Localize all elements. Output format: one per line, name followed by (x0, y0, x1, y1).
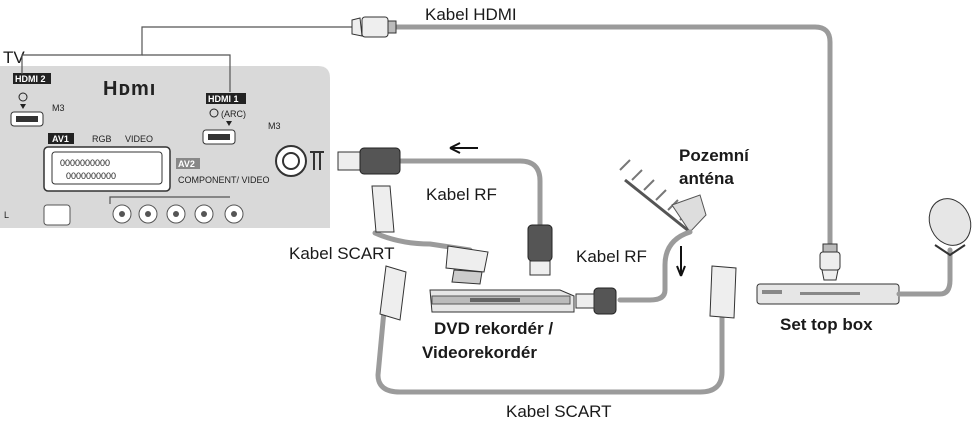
optical-port (43, 204, 71, 226)
scart-plug-tv (371, 185, 395, 233)
svg-text:0000000000: 0000000000 (60, 158, 110, 168)
rf-cable-tv (337, 142, 553, 276)
hdmi1-port-label: HDMI 1 (208, 94, 239, 104)
hdmi-logo: Hᴅmı (103, 78, 156, 100)
antenna-arrow (676, 246, 686, 277)
scart-cable-bottom (375, 265, 737, 395)
scart-plug-stb (709, 265, 737, 319)
component-jacks (112, 204, 244, 224)
hdmi1-socket (208, 134, 230, 140)
scart-plug-dvd-top (445, 245, 489, 273)
arc-label: (ARC) (221, 109, 246, 119)
hdmi-cable-label: Kabel HDMI (425, 5, 517, 24)
tv-label: TV (3, 48, 25, 67)
hdmi-plug-top (351, 16, 397, 38)
antenna-label-line2: anténa (679, 169, 734, 188)
satellite-dish (896, 198, 972, 297)
rf-cable-tv-label: Kabel RF (426, 185, 497, 204)
hdmi-plug-stb (819, 243, 841, 281)
rf-plug-dvd (527, 224, 553, 262)
dvd-label-line1: DVD rekordér / (434, 319, 553, 338)
set-top-box (756, 283, 900, 305)
scart-plug-dvd-bottom (379, 265, 407, 321)
dvd-recorder (429, 289, 575, 313)
set-top-box-label: Set top box (780, 315, 873, 334)
rf-direction-arrow (449, 142, 478, 154)
scart-cable-tv (371, 185, 489, 285)
rgb-label: RGB (92, 134, 112, 144)
component-video-label: COMPONENT/ VIDEO (178, 175, 270, 185)
terrestrial-antenna (575, 159, 707, 315)
video-label: VIDEO (125, 134, 153, 144)
av1-label: AV1 (52, 134, 69, 144)
antenna-label-line1: Pozemní (679, 146, 750, 165)
m3-label-2: M3 (268, 121, 281, 131)
hdmi2-port-label: HDMI 2 (15, 74, 46, 84)
audio-l-label: L (4, 210, 9, 220)
hdmi2-socket (16, 116, 38, 122)
rf-cable-antenna-label: Kabel RF (576, 247, 647, 266)
scart-cable-bottom-label: Kabel SCART (506, 402, 612, 421)
scart-cable-tv-label: Kabel SCART (289, 244, 395, 263)
tv-back-panel: Hᴅmı HDMI 2 M3 HDMI 1 (ARC) M3 AV1 RGB V… (0, 66, 330, 228)
hdmi-cable (351, 16, 841, 281)
dvd-label-line2: Videorekordér (422, 343, 537, 362)
hdmi1-leader-line (142, 54, 231, 92)
tv-rf-socket (275, 145, 307, 177)
rf-plug-antenna (593, 287, 617, 315)
m3-label-1: M3 (52, 103, 65, 113)
av2-leader-line (109, 196, 230, 204)
svg-text:0000000000: 0000000000 (66, 171, 116, 181)
rf-plug-tv (337, 151, 361, 171)
av1-scart-socket (43, 146, 171, 192)
av2-label: AV2 (178, 159, 195, 169)
